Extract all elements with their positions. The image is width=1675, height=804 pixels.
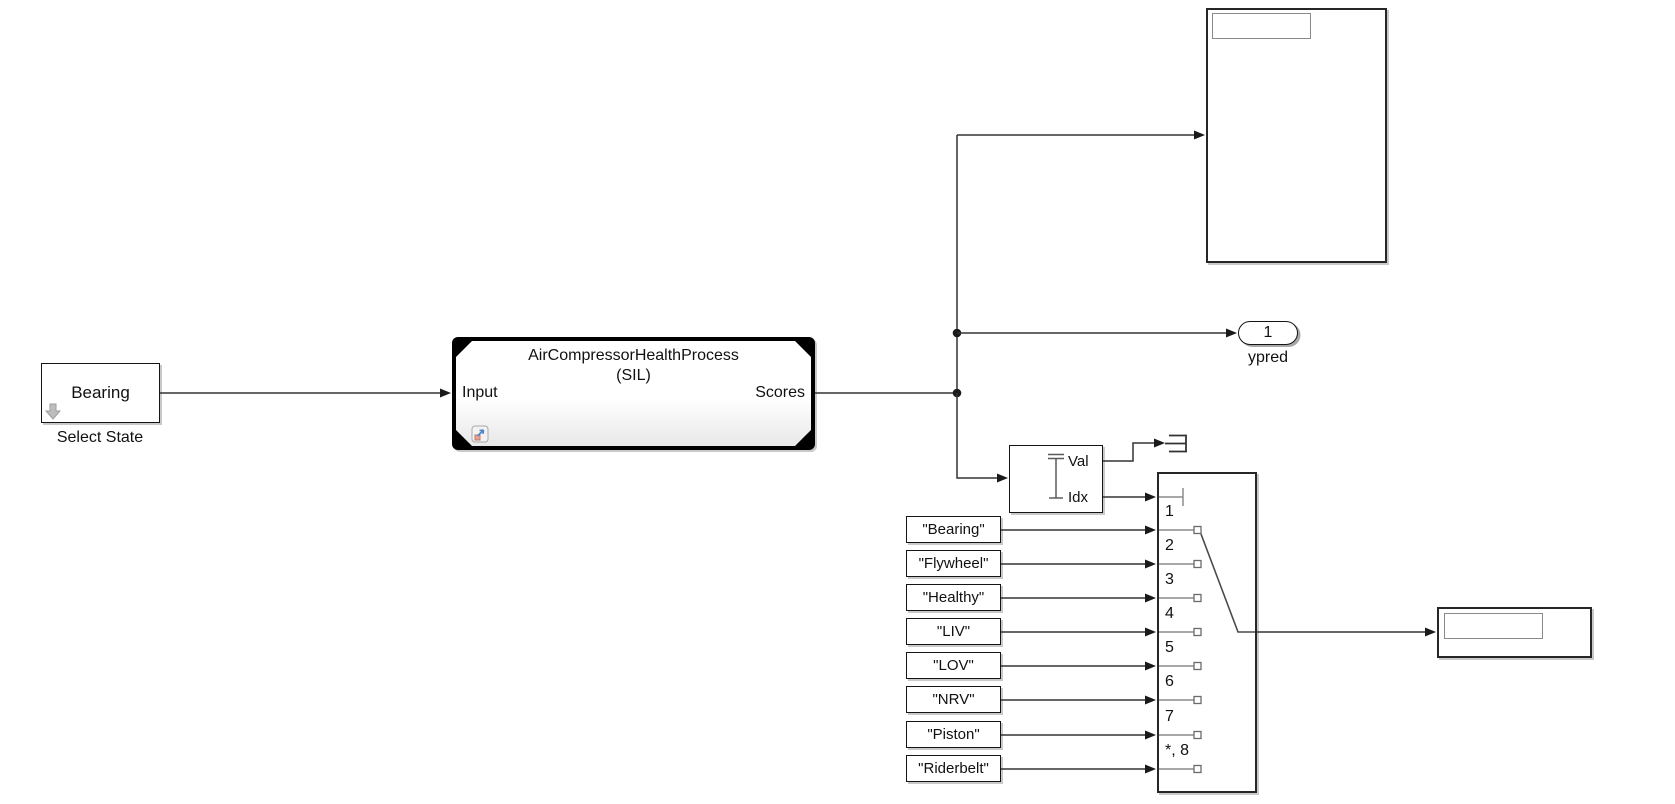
- switch-port-label: 5: [1165, 639, 1174, 656]
- outport-label: ypred: [1247, 349, 1289, 366]
- wire-bearing-to-sil[interactable]: [160, 388, 451, 398]
- string-constant-label: "Riderbelt": [918, 760, 989, 777]
- model-badge-icon[interactable]: [471, 425, 490, 444]
- switch-port-label: 6: [1165, 673, 1174, 690]
- scope-value-box: [1212, 13, 1311, 39]
- junction-dot: [952, 328, 962, 338]
- string-constant-block[interactable]: "NRV": [906, 686, 1001, 713]
- sil-block-face: [456, 341, 811, 446]
- sil-input-port-label: Input: [462, 384, 498, 401]
- string-constant-block[interactable]: "Healthy": [906, 584, 1001, 611]
- string-constant-block[interactable]: "Flywheel": [906, 550, 1001, 577]
- string-constant-block[interactable]: "LOV": [906, 652, 1001, 679]
- outport-block[interactable]: 1: [1238, 321, 1298, 345]
- wire-switch-to-display[interactable]: [1257, 627, 1436, 637]
- wire-idx-to-switch[interactable]: [1103, 492, 1156, 502]
- switch-port-label: 1: [1165, 503, 1174, 520]
- select-state-block[interactable]: Bearing: [41, 363, 160, 423]
- switch-port-label: 7: [1165, 708, 1174, 725]
- string-constant-label: "NRV": [932, 691, 975, 708]
- string-constant-label: "Healthy": [922, 589, 985, 606]
- display-block[interactable]: [1437, 607, 1592, 658]
- wire-branch-to-outport[interactable]: [957, 328, 1237, 338]
- string-constant-label: "Bearing": [922, 521, 985, 538]
- outport-number: 1: [1263, 324, 1273, 341]
- switch-port-label: 3: [1165, 571, 1174, 588]
- wire-branch-to-scope[interactable]: [957, 130, 1205, 140]
- string-constant-label: "LOV": [933, 657, 974, 674]
- string-constant-block[interactable]: "Piston": [906, 721, 1001, 748]
- string-constant-block[interactable]: "Bearing": [906, 516, 1001, 543]
- string-constant-block[interactable]: "LIV": [906, 618, 1001, 645]
- string-constant-block[interactable]: "Riderbelt": [906, 755, 1001, 782]
- select-state-label: Select State: [56, 429, 144, 446]
- val-port-label: Val: [1068, 453, 1089, 470]
- display-value-box: [1444, 613, 1543, 639]
- dropdown-arrow-icon[interactable]: [45, 403, 61, 420]
- switch-port-label: *, 8: [1165, 742, 1190, 759]
- wire-scores-branch[interactable]: [815, 135, 962, 398]
- sil-block[interactable]: AirCompressorHealthProcess (SIL) Input S…: [452, 337, 815, 450]
- terminator-icon[interactable]: [1165, 434, 1187, 453]
- string-constant-label: "LIV": [936, 623, 971, 640]
- scope-block[interactable]: [1206, 8, 1387, 263]
- wire-branch-to-maximum[interactable]: [956, 393, 1008, 483]
- string-constant-label: "Piston": [927, 726, 980, 743]
- switch-port-label: 4: [1165, 605, 1174, 622]
- sil-output-port-label: Scores: [755, 384, 805, 401]
- switch-port-label: 2: [1165, 537, 1174, 554]
- junction-dot: [952, 388, 962, 398]
- maximum-block[interactable]: Val Idx: [1009, 445, 1103, 513]
- sil-subtitle: (SIL): [616, 367, 651, 384]
- select-state-value: Bearing: [71, 383, 130, 402]
- idx-port-label: Idx: [1068, 489, 1089, 506]
- multiport-switch-block[interactable]: 1 2 3 4 5 6 7 *, 8: [1157, 472, 1257, 793]
- wire-constant-arrowheads: [1145, 525, 1156, 774]
- sil-title: AirCompressorHealthProcess: [528, 347, 739, 364]
- wire-val-to-terminator[interactable]: [1103, 438, 1165, 462]
- wire-constants-to-switch[interactable]: [1001, 529, 1146, 770]
- string-constant-label: "Flywheel": [918, 555, 989, 572]
